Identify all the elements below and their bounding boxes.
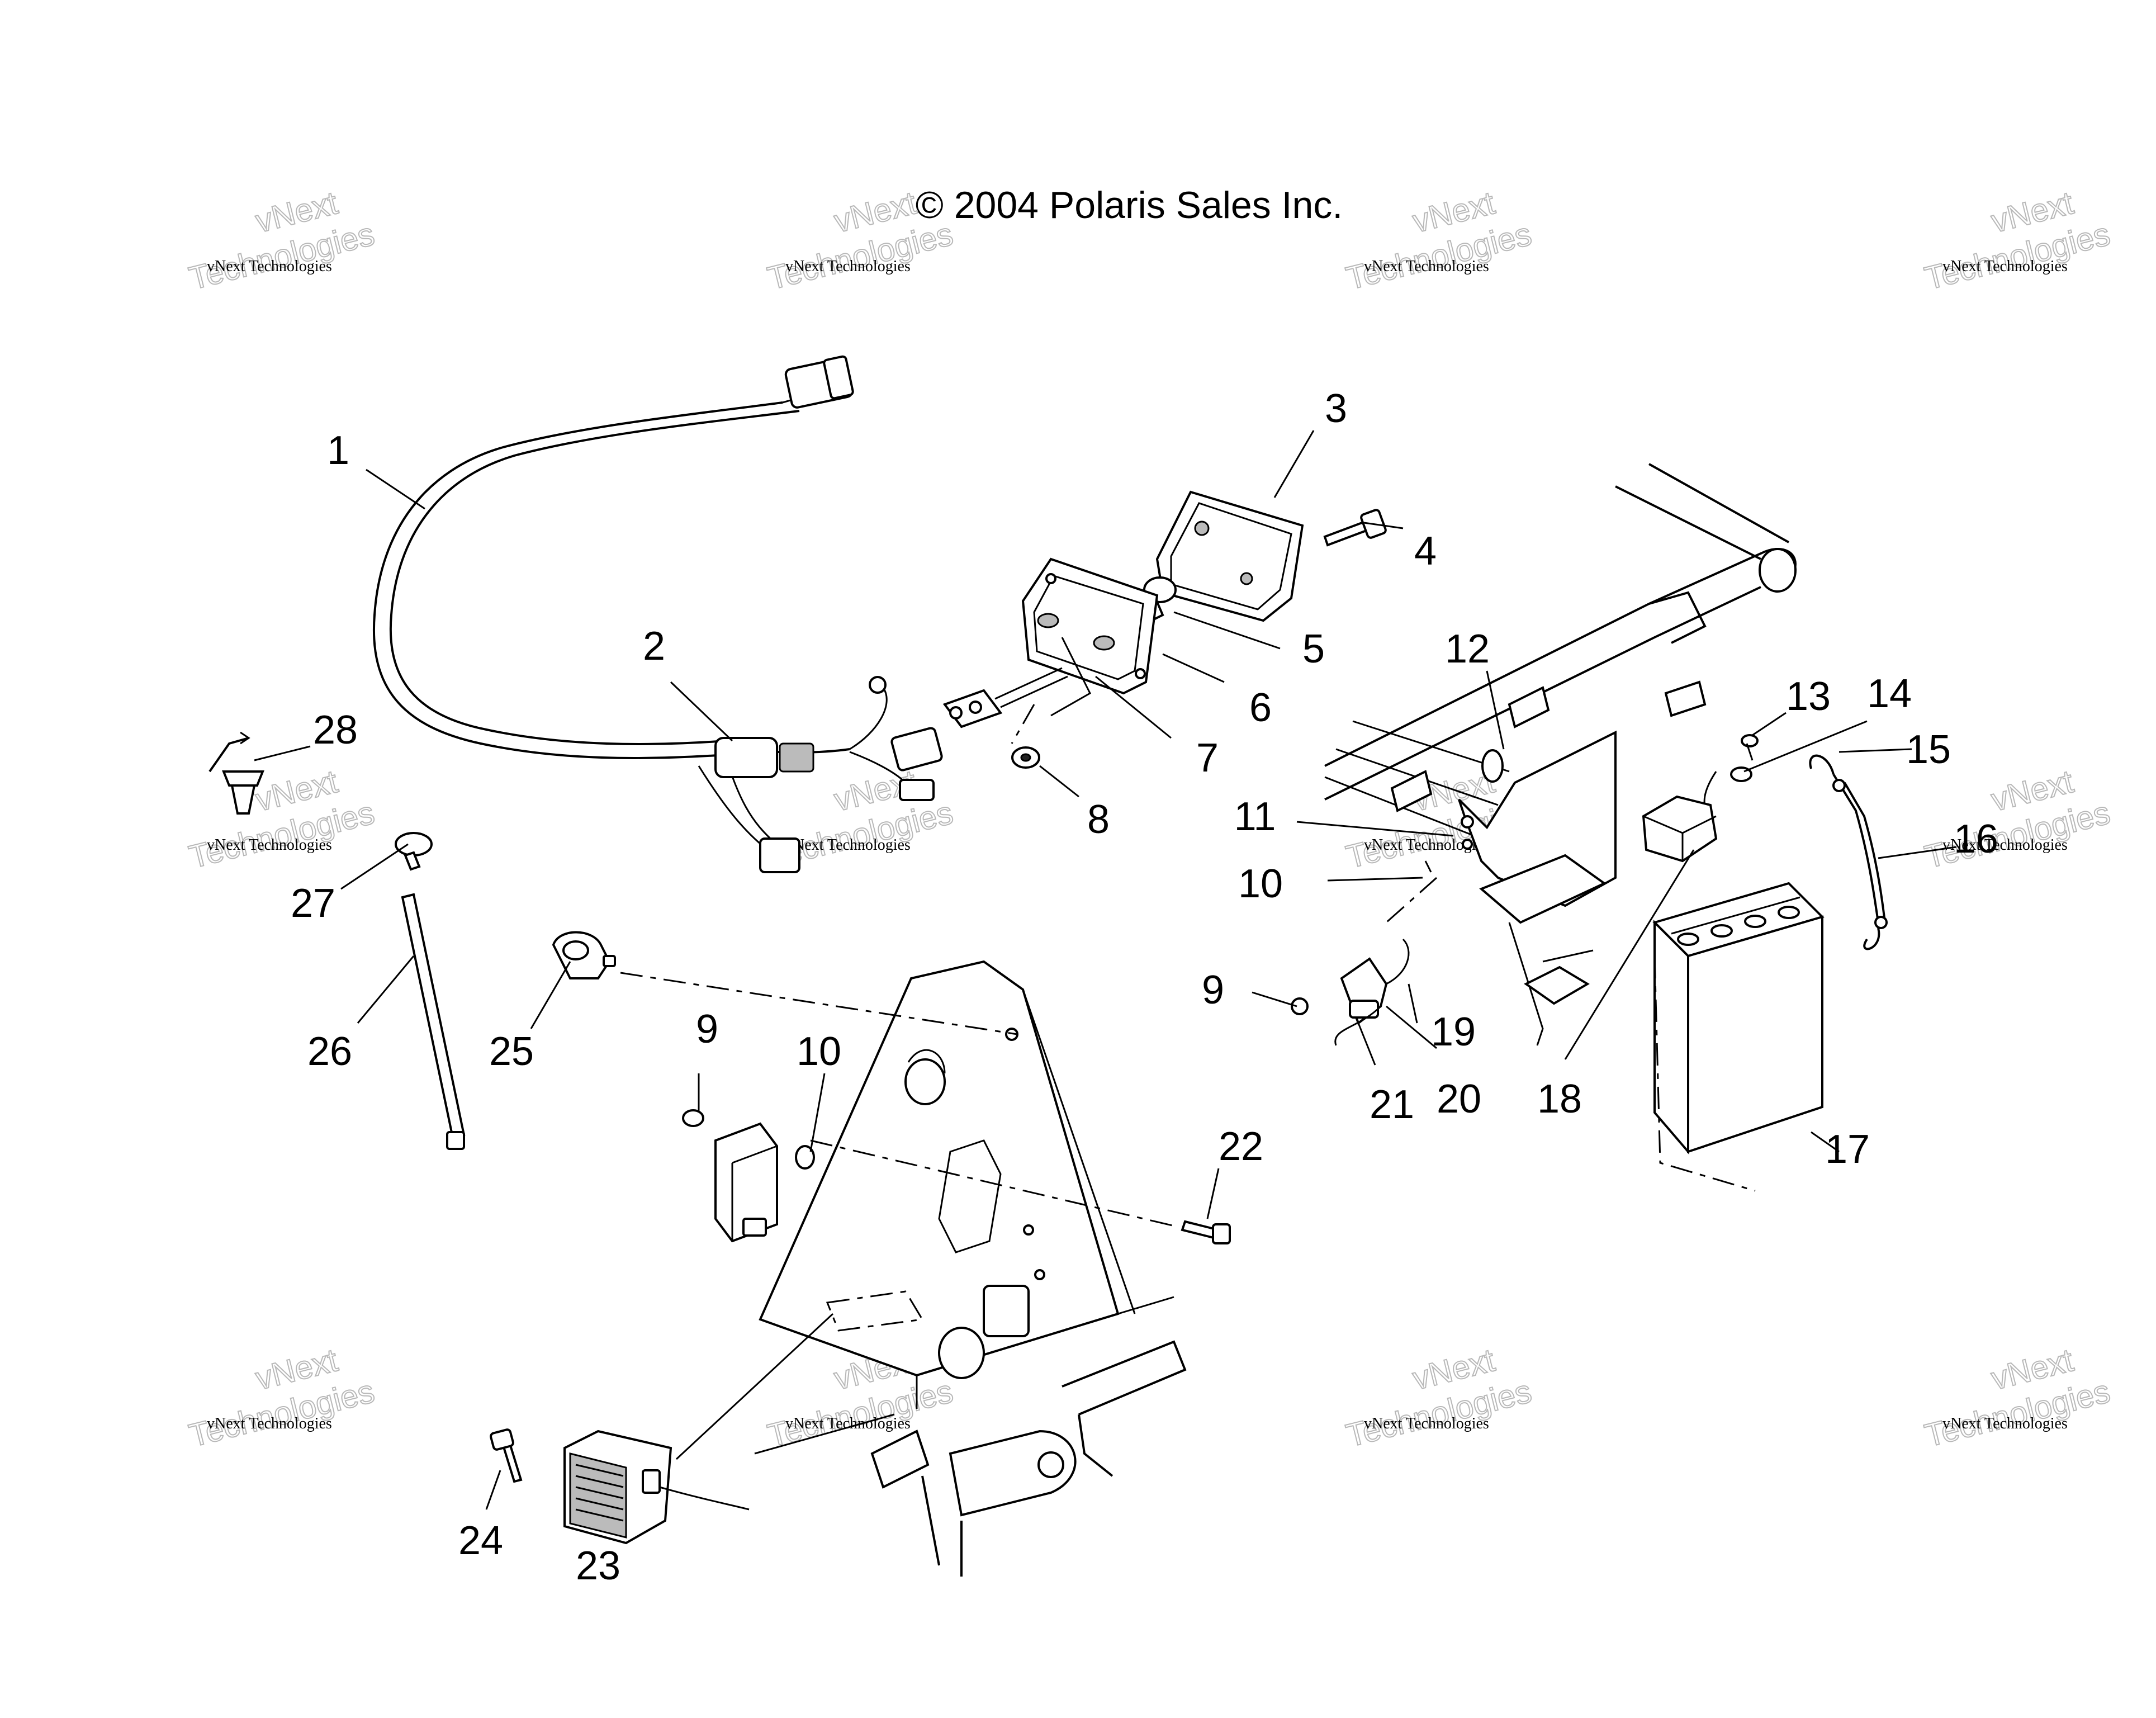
leader-lines xyxy=(254,430,1957,1510)
watermark: vNext Technologies vNext Technologies xyxy=(1921,1341,2114,1455)
wiring-harness xyxy=(373,355,943,873)
callout-numbers: 1 2 3 4 5 6 7 8 9 10 11 12 13 14 15 16 1… xyxy=(291,386,1998,1588)
callout-6: 6 xyxy=(1249,685,1272,730)
callout-3: 3 xyxy=(1325,386,1347,431)
watermark-caption: vNext Technologies xyxy=(1942,1415,2068,1432)
battery xyxy=(1652,882,1825,1155)
callout-1: 1 xyxy=(327,428,349,473)
clip-25 xyxy=(552,931,616,979)
callout-27: 27 xyxy=(291,881,335,926)
tail-light-housing xyxy=(1021,557,1159,695)
hardware-cluster-right xyxy=(1291,815,1474,1015)
mounting-panel xyxy=(759,960,1136,1409)
tail-light-lens xyxy=(1155,490,1304,622)
callout-16: 16 xyxy=(1954,817,1998,862)
bolt-22 xyxy=(1181,1220,1231,1244)
voltage-regulator xyxy=(563,1430,750,1545)
callout-2: 2 xyxy=(643,624,665,669)
callout-12: 12 xyxy=(1445,627,1490,671)
harness-connector xyxy=(714,737,814,778)
watermark-caption: vNext Technologies xyxy=(1364,258,1489,275)
watermark-caption: vNext Technologies xyxy=(1942,258,2068,275)
watermark: vNext Technologies vNext Technologies xyxy=(185,763,378,876)
watermark-group: vNext Technologies vNext Technologies vN… xyxy=(185,184,2114,1455)
watermark-caption: vNext Technologies xyxy=(1942,836,2068,854)
watermark: vNext Technologies vNext Technologies xyxy=(185,184,378,297)
callout-7: 7 xyxy=(1196,736,1219,780)
callout-23: 23 xyxy=(576,1544,620,1588)
callout-11: 11 xyxy=(1234,794,1276,839)
rear-frame xyxy=(1324,463,1797,1046)
battery-bolt xyxy=(1703,734,1759,817)
screw-4 xyxy=(1323,509,1387,547)
callout-8: 8 xyxy=(1087,797,1110,842)
callout-18: 18 xyxy=(1537,1077,1582,1121)
watermark: vNext Technologies vNext Technologies xyxy=(1342,1341,1536,1455)
watermark-caption: vNext Technologies xyxy=(785,1415,911,1432)
light-socket xyxy=(942,637,1091,728)
callout-9-left: 9 xyxy=(696,1007,718,1052)
watermark-caption: vNext Technologies xyxy=(785,836,911,854)
push-rivet xyxy=(209,731,264,815)
callout-4: 4 xyxy=(1414,529,1437,574)
callout-28: 28 xyxy=(313,708,358,752)
watermark-caption: vNext Technologies xyxy=(207,258,332,275)
callout-21: 21 xyxy=(1370,1082,1414,1127)
watermark: vNext Technologies vNext Technologies xyxy=(1921,763,2114,876)
callout-9: 9 xyxy=(1202,968,1224,1012)
watermark-caption: vNext Technologies xyxy=(207,1415,332,1432)
screw-24 xyxy=(490,1428,523,1483)
alignment-lines xyxy=(620,704,1756,1228)
watermark-caption: vNext Technologies xyxy=(1364,1415,1489,1432)
watermark-caption: vNext Technologies xyxy=(785,258,911,275)
cdi-box xyxy=(682,1109,815,1243)
battery-strap xyxy=(1809,754,1888,950)
callout-5: 5 xyxy=(1302,627,1325,671)
watermark: vNext Technologies vNext Technologies xyxy=(185,1341,378,1455)
watermark: vNext Technologies vNext Technologies xyxy=(1921,184,2114,297)
cable-tie xyxy=(401,893,466,1150)
callout-26: 26 xyxy=(307,1029,352,1074)
callout-13: 13 xyxy=(1786,674,1831,719)
battery-cover xyxy=(1642,795,1718,863)
watermark: vNext Technologies vNext Technologies xyxy=(1342,184,1536,297)
callout-15: 15 xyxy=(1906,727,1951,772)
callout-10-left: 10 xyxy=(797,1029,841,1074)
callout-10: 10 xyxy=(1238,862,1283,906)
callout-17: 17 xyxy=(1825,1127,1870,1172)
callout-20: 20 xyxy=(1437,1077,1481,1121)
callout-19: 19 xyxy=(1431,1010,1476,1054)
callout-22: 22 xyxy=(1219,1124,1263,1169)
grommet xyxy=(395,832,433,871)
watermark-caption: vNext Technologies xyxy=(207,836,332,854)
relay xyxy=(1334,938,1410,1046)
callout-14: 14 xyxy=(1867,671,1912,716)
copyright-text: © 2004 Polaris Sales Inc. xyxy=(916,184,1343,226)
callout-25: 25 xyxy=(489,1029,534,1074)
callout-24: 24 xyxy=(458,1518,503,1563)
nut-8 xyxy=(1011,746,1040,769)
lower-frame xyxy=(754,1296,1187,1577)
